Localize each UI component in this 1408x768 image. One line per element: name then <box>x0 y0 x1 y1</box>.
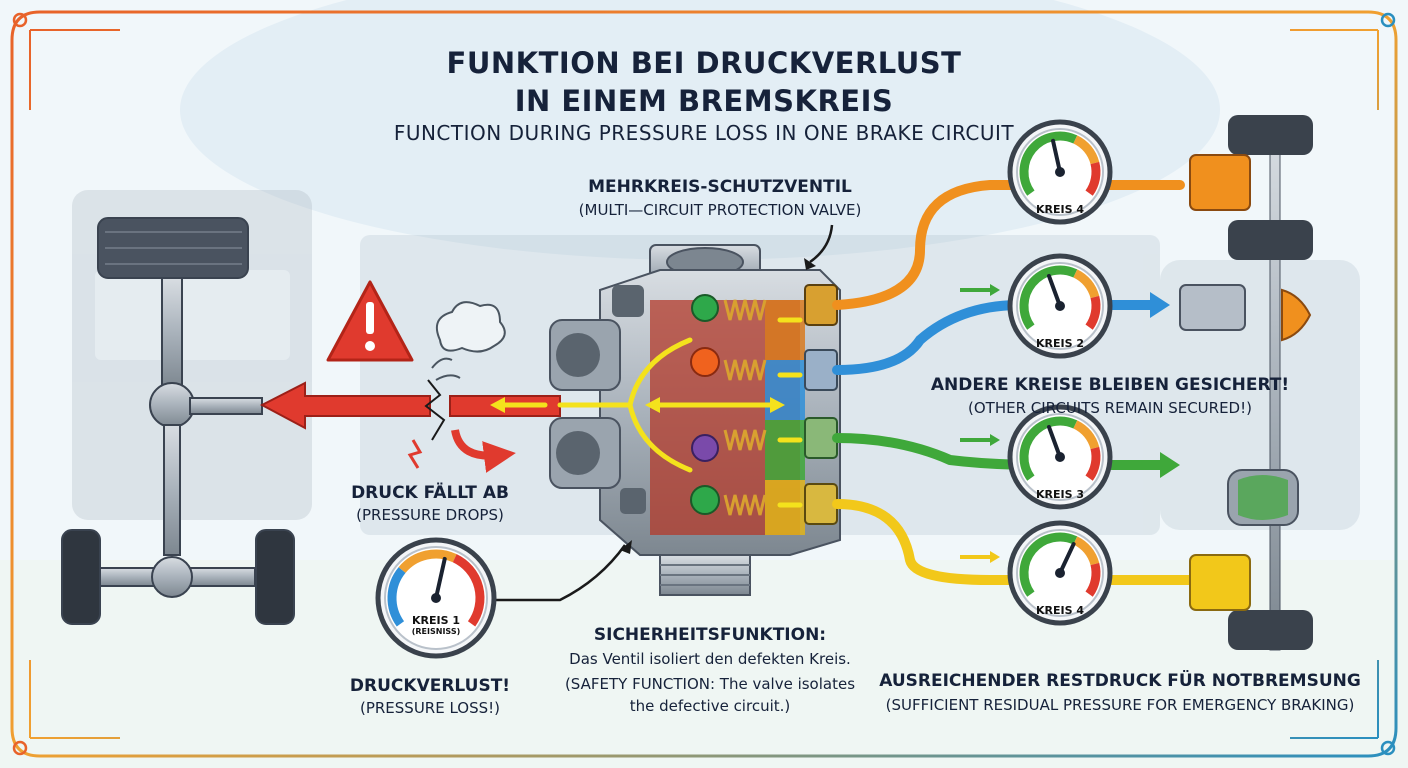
gauge-kreis2-label: KREIS 2 <box>1035 337 1084 350</box>
small-indicator-arrows <box>960 284 1000 563</box>
gauge-kreis4-bottom-label: KREIS 4 <box>1035 604 1084 617</box>
frame-border <box>10 10 1398 758</box>
air-puff-icon <box>431 301 506 381</box>
residual-pressure-label-en: (SUFFICIENT RESIDUAL PRESSURE FOR EMERGE… <box>885 696 1355 714</box>
gauge-kreis1-icon <box>375 537 497 659</box>
warning-icon <box>326 280 414 362</box>
valve-name-en: (MULTI—CIRCUIT PROTECTION VALVE) <box>578 201 862 219</box>
safety-text-de: Das Ventil isoliert den defekten Kreis. <box>569 650 851 668</box>
protection-valve <box>549 244 841 596</box>
right-axle <box>1179 115 1313 651</box>
flow-arrows <box>502 317 803 508</box>
gauge-kreis3-label: KREIS 3 <box>1035 488 1084 501</box>
subtitle: FUNCTION DURING PRESSURE LOSS IN ONE BRA… <box>393 121 1015 145</box>
gauge-kreis2-icon <box>1007 253 1113 359</box>
pressure-loss-label: DRUCKVERLUST! <box>349 676 511 696</box>
gauge-group <box>375 119 1113 659</box>
circuit-lines <box>832 180 1195 585</box>
circuit-arrowheads <box>1150 292 1180 478</box>
flow-arrowheads <box>490 397 785 413</box>
pressure-drop-label: DRUCK FÄLLT AB <box>351 483 509 503</box>
gauge-kreis4-top-label: KREIS 4 <box>1035 203 1084 216</box>
title-line-1: FUNKTION BEI DRUCKVERLUST <box>446 46 962 80</box>
frame-corner-dots <box>12 12 1396 756</box>
gauge-kreis3-icon <box>1007 404 1113 510</box>
safety-title: SICHERHEITSFUNKTION: <box>593 625 827 645</box>
others-secured-label: ANDERE KREISE BLEIBEN GESICHERT! <box>930 375 1290 395</box>
gauge-1-sublabel: (REISNISS) <box>411 627 461 636</box>
valve-name: MEHRKREIS-SCHUTZVENTIL <box>588 177 852 197</box>
title-line-2: IN EINEM BREMSKREIS <box>514 84 894 118</box>
callout-arrows <box>494 224 834 602</box>
pressure-drop-label-en: (PRESSURE DROPS) <box>356 506 504 524</box>
gauge-1-label: KREIS 1 <box>411 614 460 627</box>
left-axle <box>61 217 295 625</box>
safety-text-en-2: the defective circuit.) <box>629 697 791 715</box>
others-secured-label-en: (OTHER CIRCUITS REMAIN SECURED!) <box>968 399 1252 417</box>
residual-pressure-label: AUSREICHENDER RESTDRUCK FÜR NOTBREMSUNG <box>879 671 1361 691</box>
gauge-kreis4-bottom-icon <box>1007 520 1113 626</box>
safety-text-en-1: (SAFETY FUNCTION: The valve isolates <box>564 675 856 693</box>
pressure-loss-label-en: (PRESSURE LOSS!) <box>359 699 501 717</box>
gauge-kreis4-top-icon <box>1007 119 1113 225</box>
